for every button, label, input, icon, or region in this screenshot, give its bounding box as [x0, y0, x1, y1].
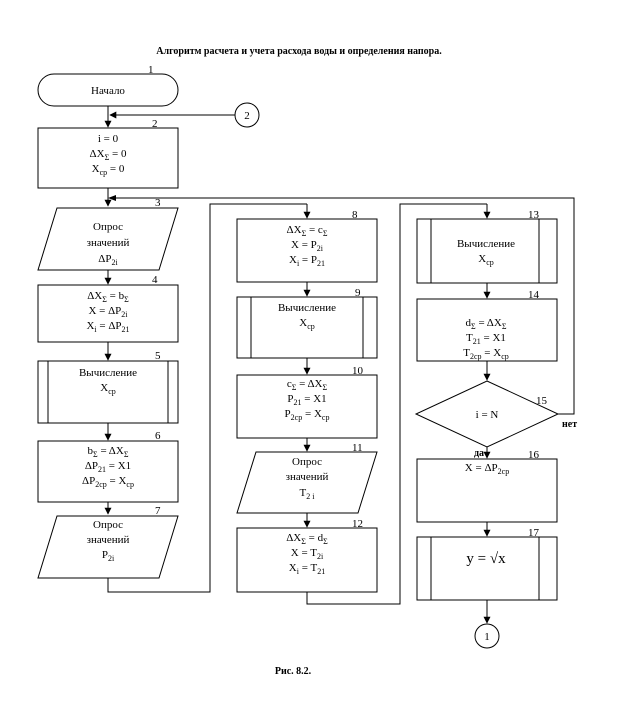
block-14-process: 14 dΣ = ΔXΣ T21 = X1 T2ср = Xср [416, 289, 558, 362]
block-15-decision: 15 i = N нет да [414, 380, 577, 459]
block-2-number: 2 [152, 118, 158, 130]
no-branch-loop [110, 197, 575, 415]
block-12-line-1: ΔXΣ = dΣ [286, 532, 328, 546]
link-col2-col3 [306, 203, 487, 605]
block-16-process: 16 X = ΔP2ср [416, 449, 558, 523]
block-3-input: 3 Опрос значений ΔP2i [37, 197, 179, 271]
block-1-label: Начало [91, 85, 125, 97]
block-6-line-2: ΔP21 = X1 [85, 460, 131, 474]
block-15-condition: i = N [476, 409, 499, 421]
block-11-input: 11 Опрос значений T2 i [236, 442, 378, 514]
block-2-line-3: Xср = 0 [92, 163, 125, 177]
block-10-line-2: P21 = X1 [287, 393, 326, 407]
block-12-number: 12 [352, 518, 363, 530]
block-12-process: 12 ΔXΣ = dΣ X = T2i Xi = T21 [236, 518, 378, 593]
block-6-process: 6 bΣ = ΔXΣ ΔP21 = X1 ΔP2ср = Xср [37, 430, 179, 503]
block-7-line-1: Опрос [93, 519, 123, 531]
block-7-line-2: значений [87, 534, 130, 546]
block-4-process: 4 ΔXΣ = bΣ X = ΔP2i Xi = ΔP21 [37, 274, 179, 343]
block-13-subroutine: 13 Вычисление Xср [416, 209, 558, 284]
connector-2: 2 [109, 102, 260, 128]
block-4-line-1: ΔXΣ = bΣ [87, 290, 129, 304]
block-17-subroutine: 17 y = √x [416, 527, 558, 601]
block-8-number: 8 [352, 209, 358, 221]
block-6-number: 6 [155, 430, 161, 442]
link-col1-col2 [107, 203, 307, 593]
block-14-line-3: T2ср = Xср [463, 347, 509, 361]
block-8-line-1: ΔXΣ = cΣ [287, 224, 328, 238]
block-9-number: 9 [355, 287, 361, 299]
block-1-number: 1 [148, 64, 154, 76]
block-14-number: 14 [528, 289, 540, 301]
block-2-line-2: ΔXΣ = 0 [90, 148, 127, 162]
block-3-line-2: значений [87, 237, 130, 249]
block-16-number: 16 [528, 449, 540, 461]
block-10-process: 10 cΣ = ΔXΣ P21 = X1 P2ср = Xср [236, 365, 378, 439]
block-2-line-1: i = 0 [98, 133, 119, 145]
block-14-line-2: T21 = X1 [466, 332, 506, 346]
branch-label-no: нет [562, 419, 577, 430]
block-15-number: 15 [536, 395, 548, 407]
block-11-line-1: Опрос [292, 456, 322, 468]
connector-2-label: 2 [244, 110, 250, 122]
block-10-number: 10 [352, 365, 364, 377]
block-3-line-1: Опрос [93, 221, 123, 233]
block-13-line-1: Вычисление [457, 238, 515, 250]
block-5-line-1: Вычисление [79, 367, 137, 379]
block-12-line-2: X = T2i [291, 547, 324, 561]
block-5-subroutine: 5 Вычисление Xср [37, 350, 179, 424]
diagram-title: Алгоритм расчета и учета расхода воды и … [156, 46, 442, 57]
block-8-process: 8 ΔXΣ = cΣ X = P2i Xi = P21 [236, 209, 378, 283]
block-3-number: 3 [155, 197, 161, 209]
block-4-line-3: Xi = ΔP21 [86, 320, 129, 334]
figure-caption: Рис. 8.2. [275, 666, 312, 677]
block-6-line-1: bΣ = ΔXΣ [88, 445, 129, 459]
block-7-number: 7 [155, 505, 161, 517]
connector-1: 1 [474, 623, 500, 649]
block-5-number: 5 [155, 350, 161, 362]
block-13-number: 13 [528, 209, 540, 221]
block-1-start: Начало 1 [37, 64, 179, 107]
block-4-line-2: X = ΔP2i [88, 305, 128, 319]
block-8-line-2: X = P2i [291, 239, 324, 253]
block-17-number: 17 [528, 527, 540, 539]
block-7-input: 7 Опрос значений P2i [37, 505, 179, 579]
block-17-formula: y = √x [466, 551, 506, 567]
block-11-number: 11 [352, 442, 363, 454]
block-6-line-3: ΔP2ср = Xср [82, 475, 134, 489]
connector-1-label: 1 [484, 631, 490, 643]
branch-label-yes: да [474, 448, 484, 459]
block-10-line-1: cΣ = ΔXΣ [287, 378, 328, 392]
block-11-line-2: значений [286, 471, 329, 483]
block-9-subroutine: 9 Вычисление Xср [236, 287, 378, 359]
block-14-line-1: dΣ = ΔXΣ [466, 317, 507, 331]
block-2-process: 2 i = 0 ΔXΣ = 0 Xср = 0 [37, 118, 179, 189]
block-4-number: 4 [152, 274, 158, 286]
block-9-line-1: Вычисление [278, 302, 336, 314]
